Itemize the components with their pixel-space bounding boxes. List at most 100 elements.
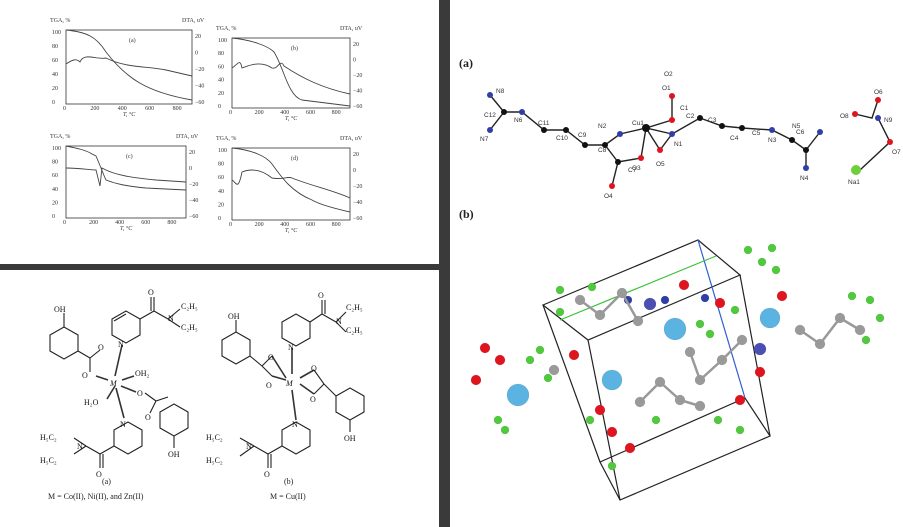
- complex-b-tag: (b): [284, 477, 294, 486]
- crystal-a-tag: (a): [459, 56, 473, 70]
- y-right-tick: −60: [353, 104, 362, 110]
- atom-label: C12: [484, 112, 496, 119]
- o-label: O: [82, 371, 88, 380]
- vertical-divider: [439, 0, 450, 527]
- panel-tag: (c): [126, 153, 133, 160]
- x-tick: 400: [280, 222, 289, 228]
- atom-sphere: [500, 425, 510, 435]
- y-right-label: DTA, uV: [340, 26, 363, 32]
- y-left-tick: 100: [218, 38, 227, 44]
- y-left-tick: 0: [218, 104, 221, 110]
- atom-sphere: [735, 425, 745, 435]
- thermal-curve: [231, 147, 351, 213]
- h5c2-label: H₅C₂: [40, 433, 57, 442]
- y-left-label: TGA, %: [216, 26, 236, 32]
- atom-label: Na1: [848, 179, 860, 186]
- complex-a-caption: M = Co(II), Ni(II), and Zn(II): [48, 492, 144, 501]
- n-label: N: [288, 343, 294, 352]
- x-tick: 600: [306, 110, 315, 116]
- y-right-tick: 0: [195, 51, 198, 57]
- y-left-tick: 0: [52, 214, 55, 220]
- bond-stick: [721, 339, 743, 361]
- atom-sphere: [730, 305, 740, 315]
- bond-stick: [599, 292, 623, 316]
- h2o-label: H₂O: [84, 398, 99, 407]
- y-left-tick: 80: [218, 162, 224, 168]
- y-right-tick: 0: [353, 58, 356, 64]
- atom-label: C3: [708, 117, 717, 124]
- x-tick: 400: [118, 106, 127, 112]
- h5c2-label: H₅C₂: [206, 456, 223, 465]
- atom-sphere: [585, 415, 595, 425]
- atom-sphere: [493, 415, 503, 425]
- atom-label: N1: [674, 141, 683, 148]
- x-tick: 800: [332, 110, 341, 116]
- y-right-tick: 20: [195, 34, 201, 40]
- atom-label: O5: [656, 161, 665, 168]
- x-axis-label: T, °C: [123, 111, 136, 118]
- y-right-tick: 20: [353, 42, 359, 48]
- n-label: N: [118, 340, 124, 349]
- c2h5-label: C₂H₅: [181, 302, 198, 311]
- o-label: O: [137, 389, 143, 398]
- panel-tag: (d): [291, 155, 298, 162]
- x-axis-label: T, °C: [285, 227, 298, 234]
- n-label: N: [168, 314, 174, 323]
- y-right-tick: 0: [189, 166, 192, 172]
- atom-sphere: [587, 282, 597, 292]
- ortep-atoms: [487, 92, 893, 189]
- atom-sphere: [494, 354, 506, 366]
- thermal-curve: [231, 62, 351, 95]
- atom-sphere: [506, 383, 530, 407]
- x-tick: 200: [255, 110, 264, 116]
- atom-sphere: [700, 293, 710, 303]
- atom-label: O6: [874, 89, 883, 96]
- bond-stick: [799, 328, 821, 346]
- atom-sphere: [771, 265, 781, 275]
- y-left-tick: 40: [52, 72, 58, 78]
- o-label: O: [266, 381, 272, 390]
- y-left-tick: 40: [52, 187, 58, 193]
- x-tick: 0: [63, 106, 66, 112]
- y-left-tick: 100: [52, 146, 61, 152]
- metal-label: M: [109, 379, 118, 388]
- bond-stick: [688, 351, 702, 381]
- x-tick: 600: [145, 106, 154, 112]
- atom-label: N8: [496, 88, 505, 95]
- atom-label: C2: [686, 113, 695, 120]
- y-left-tick: 60: [218, 175, 224, 181]
- x-axis-label: T, °C: [285, 115, 298, 122]
- x-tick: 800: [167, 220, 176, 226]
- oh2-label: OH₂: [135, 369, 150, 378]
- y-right-label: DTA, uV: [182, 18, 205, 24]
- atom-sphere: [543, 373, 553, 383]
- atom-sphere: [606, 426, 618, 438]
- atom-sphere: [695, 319, 705, 329]
- atom-sphere: [734, 394, 746, 406]
- atom-sphere: [713, 415, 723, 425]
- o-label: O: [98, 343, 104, 352]
- y-left-tick: 0: [218, 216, 221, 222]
- y-right-tick: −40: [189, 198, 198, 204]
- y-right-label: DTA, uV: [176, 134, 199, 140]
- y-left-tick: 40: [218, 78, 224, 84]
- atom-sphere: [861, 335, 871, 345]
- ortep-diagram: [489, 94, 891, 187]
- atom-label: C10: [556, 135, 568, 142]
- x-tick: 600: [141, 220, 150, 226]
- y-right-tick: 0: [353, 168, 356, 174]
- y-right-tick: −40: [353, 200, 362, 206]
- y-left-label: TGA, %: [216, 136, 236, 142]
- thermal-curve: [65, 145, 187, 191]
- n-label: N: [120, 420, 126, 429]
- x-tick: 400: [280, 110, 289, 116]
- y-left-tick: 20: [218, 202, 224, 208]
- atom-sphere: [594, 404, 606, 416]
- atom-label: O3: [632, 165, 641, 172]
- horizontal-divider: [0, 264, 439, 270]
- atom-sphere: [663, 317, 687, 341]
- complex-a-tag: (a): [102, 477, 111, 486]
- unit-cell-box: [541, 239, 771, 501]
